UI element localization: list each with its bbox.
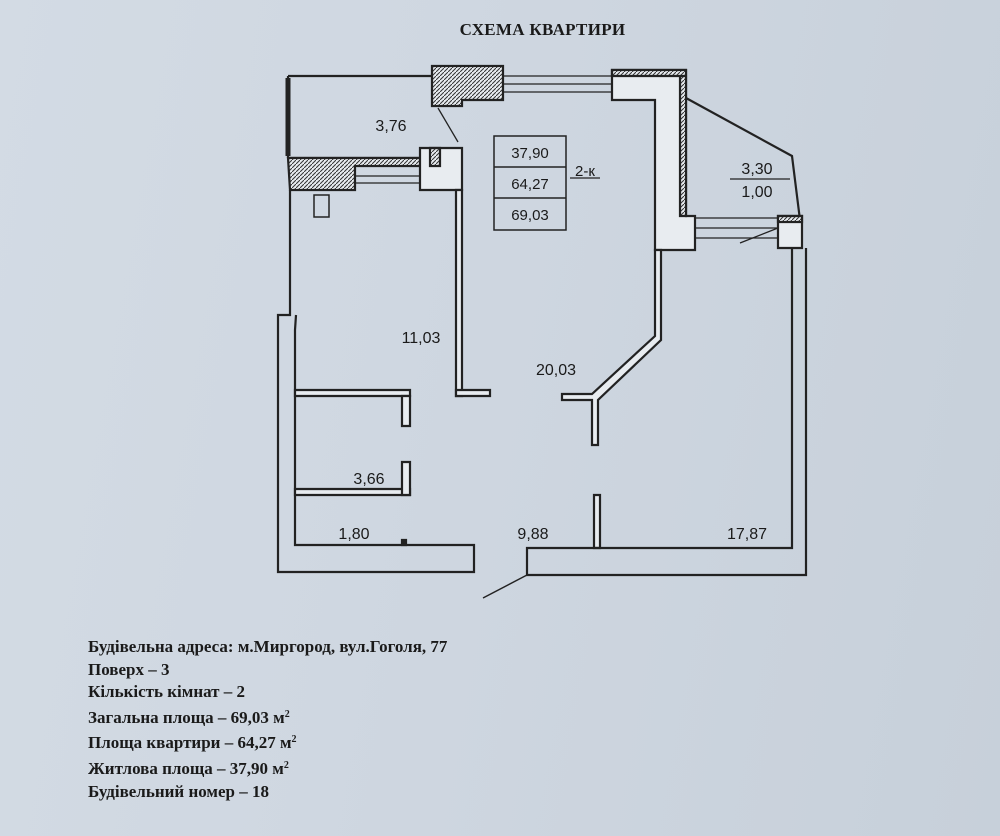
- bathroom-bottom-wall: [293, 487, 412, 497]
- column-hatch-small: [428, 146, 442, 168]
- wc-mark: [400, 538, 408, 547]
- left-outer-wall: [276, 190, 476, 574]
- info-address: Будівельна адреса: м.Миргород, вул.Гогол…: [88, 637, 448, 656]
- balcony-inner-wall: [286, 156, 434, 192]
- info-floor: Поверх – 3: [88, 659, 170, 679]
- bathroom-top-wall: [293, 388, 412, 398]
- area-kitchen: 11,03: [402, 330, 441, 347]
- info-apartment-area: Площа квартири – 64,27 м2: [88, 733, 297, 753]
- small-box-kitchen: [313, 194, 330, 218]
- summary-total-area: 69,03: [511, 207, 549, 224]
- area-balcony-right-reduced: 1,00: [741, 184, 772, 201]
- balcony-right-outline: [685, 97, 802, 221]
- living-bedroom-wall: [560, 248, 663, 447]
- balcony-left-outline: [286, 74, 432, 160]
- area-living-room: 20,03: [536, 362, 576, 379]
- area-balcony-right: 3,30: [741, 161, 772, 178]
- summary-box: [493, 135, 567, 231]
- area-wc: 1,80: [338, 526, 369, 543]
- kitchen-partition-foot: [454, 388, 492, 398]
- summary-rooms-label: 2-к: [575, 163, 595, 180]
- column-right-hatch: [776, 214, 804, 224]
- floor-plan: 37,90 64,27 69,03 2-к 3,76 11,03 20,03 1…: [276, 64, 808, 599]
- column-top-left: [430, 64, 505, 108]
- leader-balcony-left: [437, 107, 459, 143]
- right-outer-wall: [525, 248, 808, 577]
- area-hall: 9,88: [517, 526, 548, 543]
- area-bedroom: 17,87: [727, 526, 767, 543]
- info-building-number: Будівельний номер – 18: [88, 781, 270, 801]
- area-balcony-left: 3,76: [375, 118, 406, 135]
- window-right: [695, 217, 778, 239]
- hall-bedroom-wall: [592, 493, 602, 550]
- leader-balcony-right: [739, 227, 779, 244]
- summary-apartment-area: 64,27: [511, 176, 549, 193]
- bathroom-door-jamb: [400, 394, 412, 428]
- info-rooms: Кількість кімнат – 2: [88, 682, 246, 702]
- window-top: [503, 75, 612, 93]
- entrance-door: [482, 574, 528, 599]
- column-top-right-hatch: [610, 68, 688, 218]
- summary-living-area: 37,90: [511, 145, 549, 162]
- area-bathroom: 3,66: [353, 471, 384, 488]
- info-total-area: Загальна площа – 69,03 м2: [88, 707, 290, 727]
- window-kitchen: [355, 165, 420, 184]
- kitchen-partition: [454, 188, 464, 398]
- apartment-info: Будівельна адреса: м.Миргород, вул.Гогол…: [88, 636, 447, 803]
- page-title: СХЕМА КВАРТИРИ: [459, 20, 626, 39]
- info-living-area: Житлова площа – 37,90 м2: [88, 758, 289, 778]
- bathroom-door-jamb2: [400, 460, 412, 497]
